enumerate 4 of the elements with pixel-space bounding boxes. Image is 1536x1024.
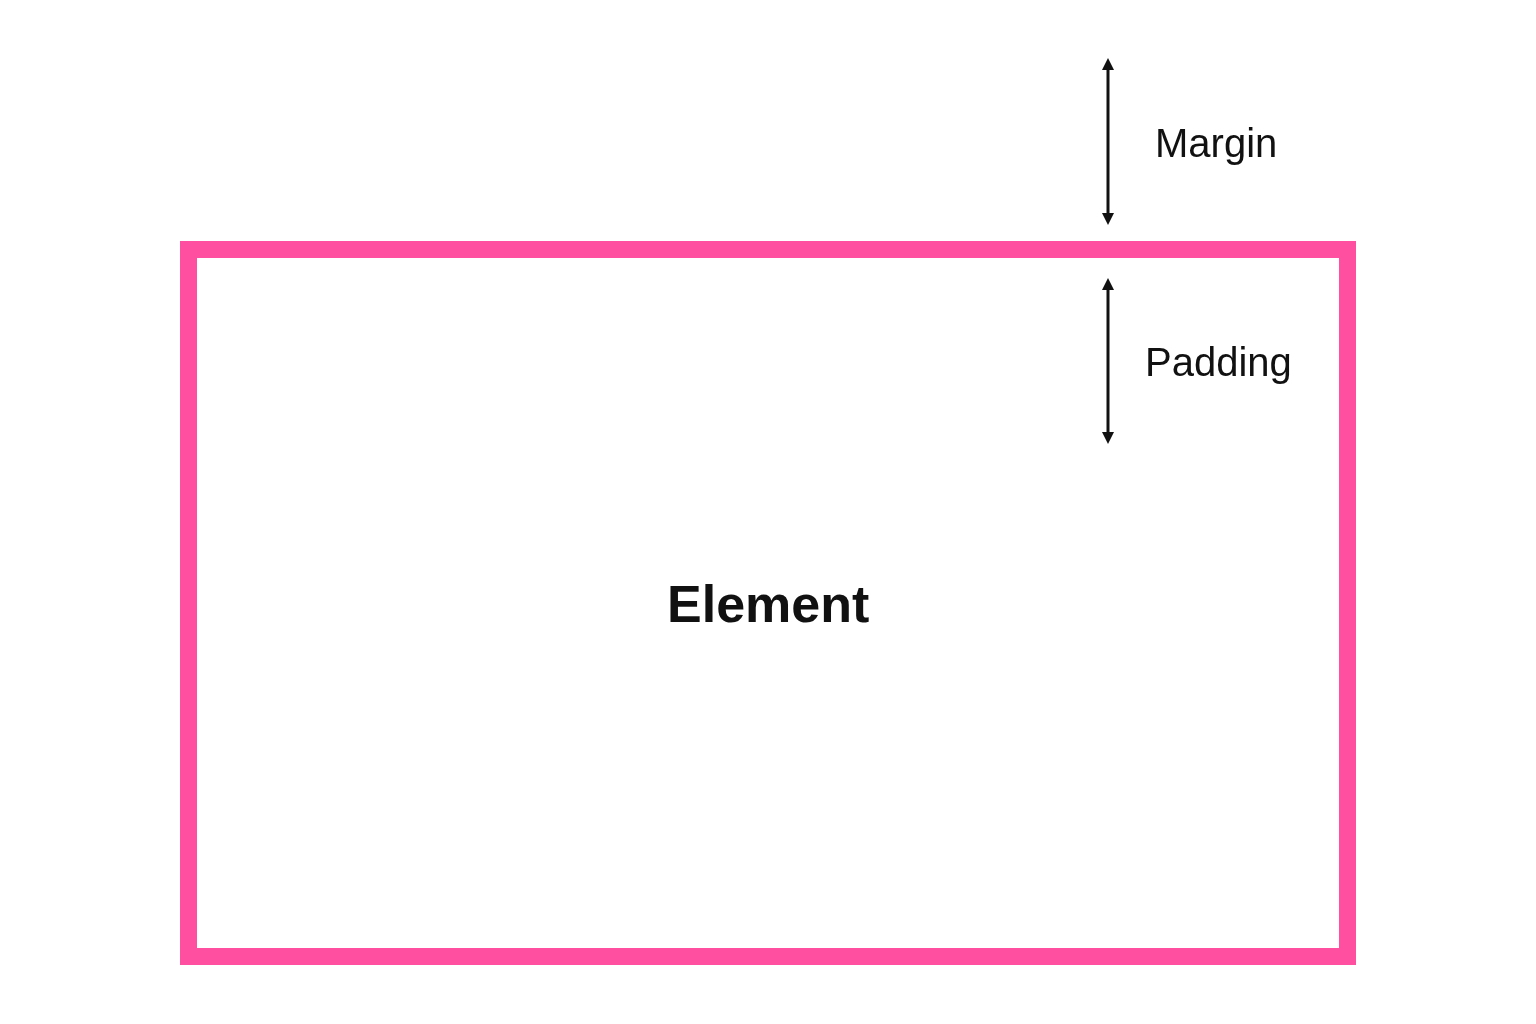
dimension-label: Margin: [1155, 120, 1278, 166]
element-box: [180, 241, 1356, 965]
dimension-label: Padding: [1145, 339, 1292, 385]
box-label: Element: [667, 575, 870, 635]
